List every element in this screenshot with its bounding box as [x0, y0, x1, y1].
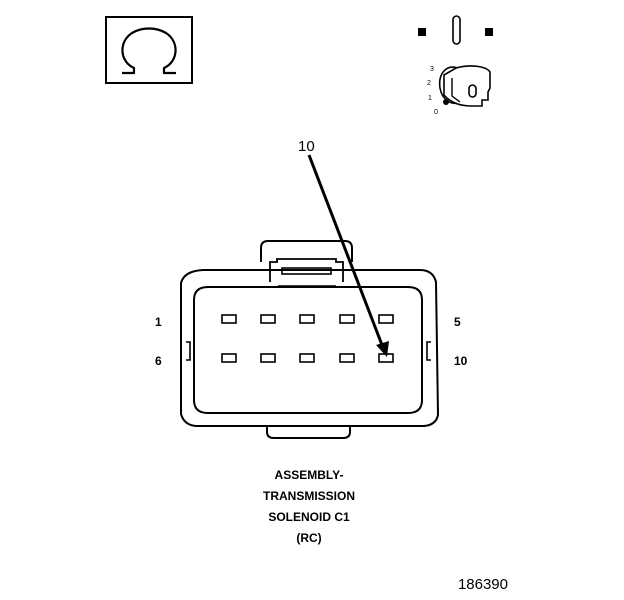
ohm-icon: [105, 16, 193, 84]
pin-label-bottom-right: 10: [454, 354, 468, 368]
callout-label: 10: [298, 138, 315, 155]
pin-6: [221, 353, 237, 363]
pin-7: [260, 353, 276, 363]
callout-arrow: [307, 154, 389, 357]
figure-id: 186390: [458, 576, 508, 593]
title-line-3: SOLENOID C1: [268, 510, 350, 524]
pin-5: [378, 314, 394, 324]
key-position-1: 1: [428, 95, 432, 102]
pin-label-bottom-left: 6: [155, 354, 162, 368]
pin-label-top-right: 5: [454, 315, 461, 329]
title-line-4: (RC): [296, 531, 321, 545]
key-position-3: 3: [430, 66, 434, 73]
pin-label-top-left: 1: [155, 315, 162, 329]
key-position-0: 0: [434, 109, 438, 116]
pin-4: [339, 314, 355, 324]
pin-8: [299, 353, 315, 363]
key-position-2: 2: [427, 80, 431, 87]
pin-9: [339, 353, 355, 363]
title-line-1: ASSEMBLY-: [275, 468, 344, 482]
ignition-key-icon: 3 2 1 0: [418, 15, 493, 116]
title-line-2: TRANSMISSION: [263, 489, 355, 503]
pin-3: [299, 314, 315, 324]
pin-1: [221, 314, 237, 324]
component-title: ASSEMBLY- TRANSMISSION SOLENOID C1 (RC): [263, 468, 355, 545]
pin-2: [260, 314, 276, 324]
connector-body: [180, 240, 440, 439]
pin-cavities: [221, 314, 394, 363]
